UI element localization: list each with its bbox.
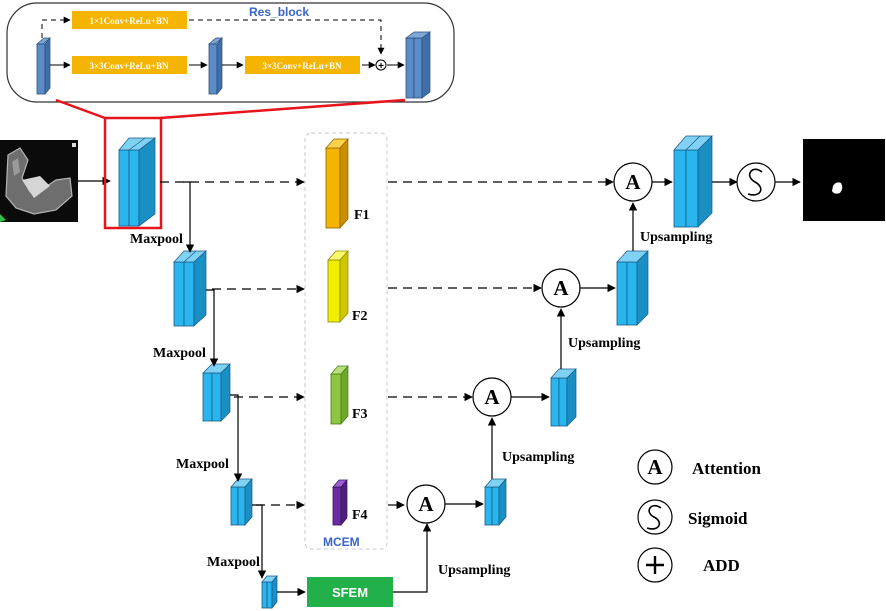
encoder-block-2 [173, 250, 207, 327]
encoder-to-mcem-arrows [160, 177, 305, 510]
res-op-mid2-box [245, 56, 360, 74]
attention-node-3: A [472, 377, 512, 417]
mcem-frame [304, 132, 388, 550]
encoder-block-1 [103, 116, 163, 230]
decoder-block-2 [616, 250, 649, 326]
sfem-box [307, 577, 393, 607]
maxpool-label-3: Maxpool [176, 457, 229, 472]
res-op-top-label: 1×1Conv+ReLu+BN [90, 16, 169, 26]
svg-text:A: A [625, 170, 641, 194]
decoder-block-4 [484, 478, 507, 526]
decoder-block-1 [673, 135, 713, 228]
attention-node-4: A [406, 484, 446, 524]
legend-add-label: ADD [703, 556, 740, 575]
mcem-feature-label-f3: F3 [352, 407, 368, 422]
attention-node-2: A [541, 268, 581, 308]
svg-text:A: A [484, 385, 500, 409]
legend-sigmoid-icon [637, 499, 673, 535]
encoder-block-5 [261, 575, 278, 609]
mcem-feature-label-f4: F4 [352, 508, 368, 523]
sfem-label: SFEM [332, 585, 368, 600]
res-block-input [36, 37, 51, 95]
legend-add-icon [637, 547, 673, 583]
attention-node-1: A [613, 162, 653, 202]
zoom-connector [55, 98, 406, 120]
res-op-top-box [72, 11, 187, 29]
svg-text:A: A [553, 276, 569, 300]
res-block-middle [208, 37, 223, 95]
input-ct-image [0, 140, 78, 222]
mcem-feature-label-f1: F1 [354, 208, 370, 223]
mcem-feature-f2 [327, 250, 349, 323]
res-block-title: Res_block [249, 5, 309, 19]
res-add-node [375, 59, 387, 71]
svg-text:A: A [418, 492, 434, 516]
upsampling-label-1: Upsampling [640, 230, 712, 245]
legend: A Attention Sigmoid ADD [637, 449, 761, 583]
res-block-connectors [41, 16, 405, 69]
mcem-feature-f4 [332, 479, 348, 526]
decoder-arrows [445, 177, 801, 509]
svg-text:A: A [647, 455, 663, 479]
encoder-block-1-highlight [103, 116, 163, 230]
encoder-block-4 [230, 478, 253, 526]
upsampling-label-bottleneck: Upsampling [438, 563, 510, 578]
legend-sigmoid-label: Sigmoid [688, 509, 748, 528]
maxpool-label-4: Maxpool [207, 555, 260, 570]
res-op-mid2-label: 3×3Conv+ReLu+BN [263, 61, 342, 71]
decoder-block-3 [550, 368, 577, 427]
res-op-mid1-box [72, 56, 187, 74]
mcem-label: MCEM [323, 535, 360, 549]
legend-attention-icon: A [637, 449, 673, 485]
res-op-mid1-label: 3×3Conv+ReLu+BN [90, 61, 169, 71]
res-block-output [404, 31, 432, 99]
res-add-symbol: + [378, 61, 384, 72]
legend-attention-label: Attention [692, 459, 761, 478]
sfem-to-attention-arrow [393, 523, 432, 593]
mcem-module: F1 F2 F3 F4 MCEM [304, 132, 388, 550]
maxpool-label-2: Maxpool [153, 346, 206, 361]
mcem-to-attention-arrows [388, 177, 614, 402]
res-block-panel: Res_block 1×1Conv+ReLu+BN 3×3Conv+ReLu+B… [6, 2, 455, 103]
output-mask-image [803, 139, 885, 221]
sigmoid-node [736, 162, 776, 202]
mcem-feature-label-f2: F2 [352, 309, 368, 324]
mcem-feature-f1 [325, 138, 349, 229]
maxpool-label-1: Maxpool [130, 232, 183, 247]
mcem-feature-f3 [330, 365, 349, 425]
upsampling-label-2: Upsampling [568, 336, 640, 351]
upsampling-label-3: Upsampling [502, 450, 574, 465]
encoder-block-3 [202, 363, 231, 422]
